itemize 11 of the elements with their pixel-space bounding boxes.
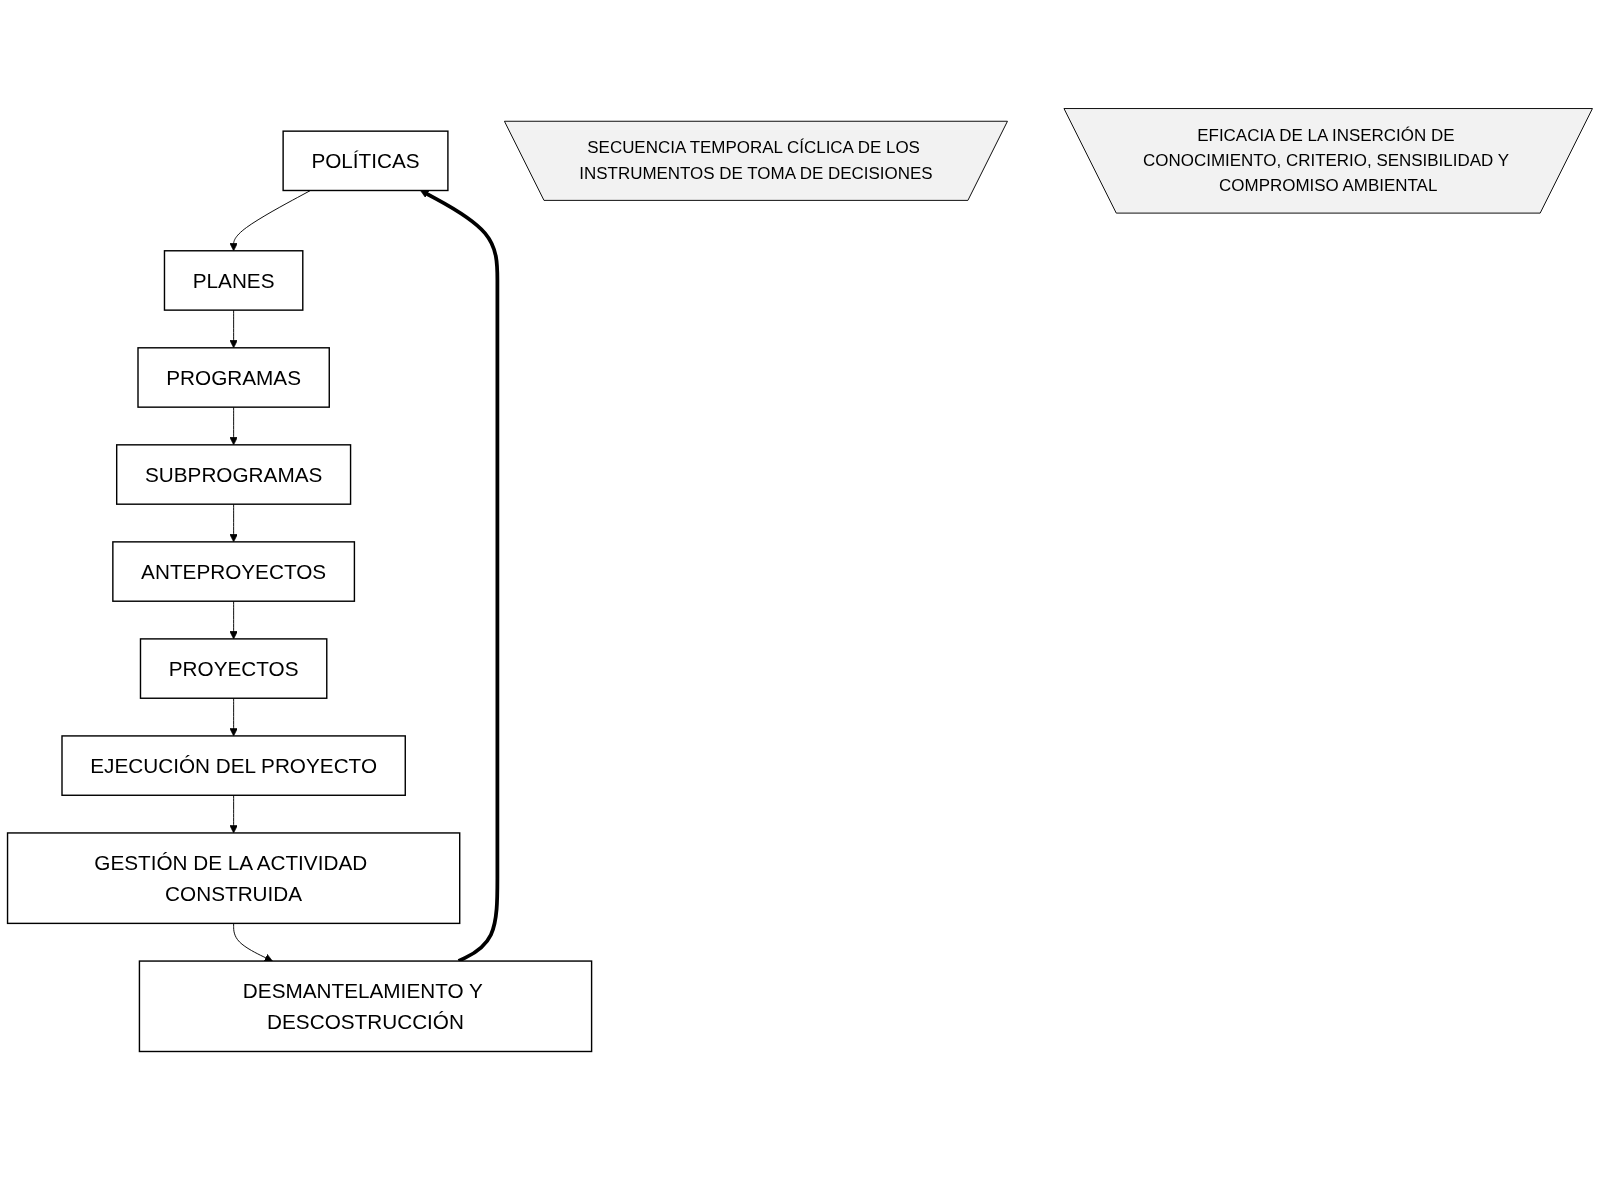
arrow (420, 190, 500, 963)
node-box (6, 832, 461, 925)
node-box (139, 638, 328, 699)
node-box (137, 347, 330, 408)
node-box (163, 250, 304, 311)
node-box (138, 960, 593, 1053)
node-box (61, 735, 406, 796)
node-box (282, 130, 449, 192)
flowchart-diagram: POLÍTICAS PLANES PROGRAMAS SUBPROGRAMAS ANTEPROYECTOS PROYECTOS EJECUCIÓN DEL PROYECTO GESTIÓN DE LA ACTIVIDAD CONSTRUIDA DESMANTELAMIENTO Y DESCOSTRUCCIÓN SECUENCIA TEMPORAL CÍCLICA DE LOS INSTRUMENTOS DE TOMA DE DECISIONES EFICACIA DE LA INSERCIÓN DE CONOCIMIENTO, CRITERIO, SENSIBILIDAD Y COMPROMISO AMBIENTAL (0, 101, 1600, 1059)
node-box (112, 541, 356, 602)
node-box (116, 444, 352, 505)
